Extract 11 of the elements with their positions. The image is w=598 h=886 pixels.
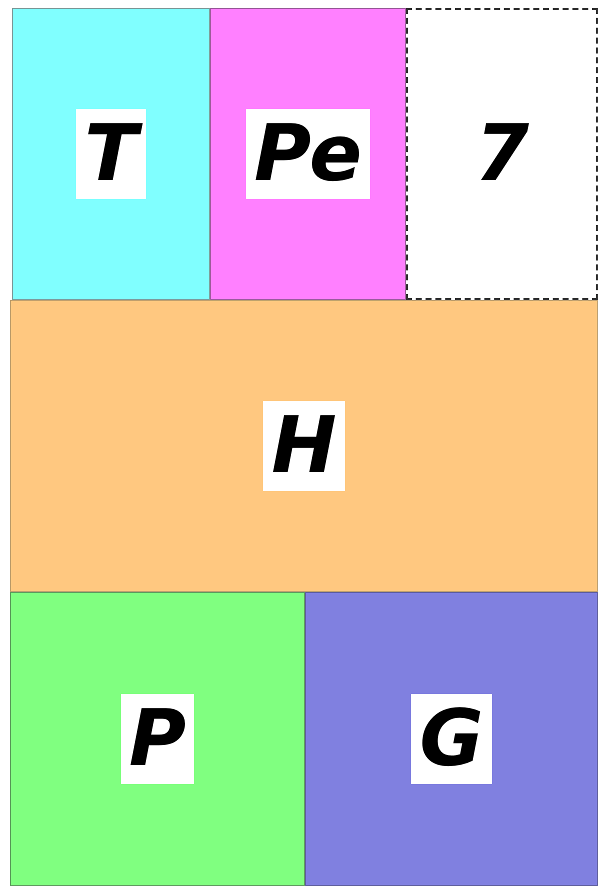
colored-block (10, 300, 598, 592)
colored-block (10, 592, 305, 886)
block-label: P (120, 694, 194, 784)
dashed-box (406, 8, 598, 300)
block-label: Pe (246, 109, 370, 199)
colored-block (210, 8, 406, 300)
colored-block (12, 8, 210, 300)
block-label: H (263, 401, 345, 491)
colored-block (305, 592, 598, 886)
block-label: G (411, 694, 492, 784)
block-label: T (76, 109, 146, 199)
